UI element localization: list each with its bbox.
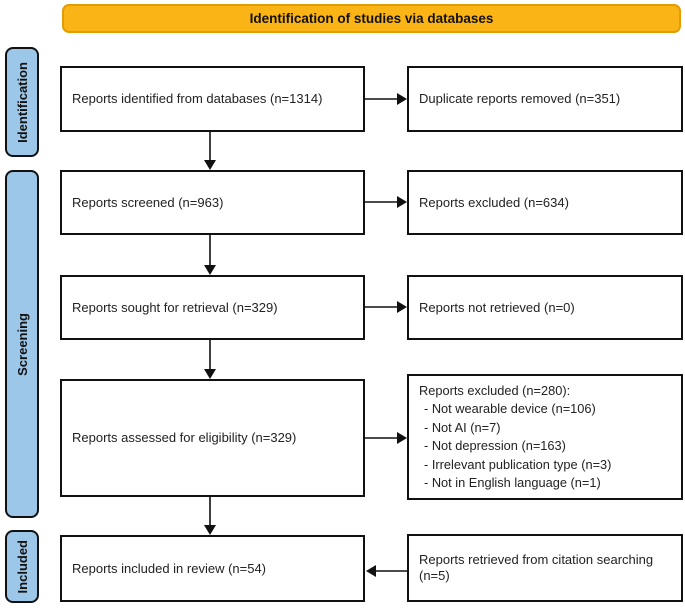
stage-label-screening-text: Screening	[14, 312, 30, 376]
box-reports-excluded-screening: Reports excluded (n=634)	[407, 170, 683, 235]
box-reports-screened: Reports screened (n=963)	[60, 170, 365, 235]
box-reports-assessed-eligibility-text: Reports assessed for eligibility (n=329)	[72, 430, 297, 445]
stage-label-identification: Identification	[5, 47, 39, 157]
box-citation-searching: Reports retrieved from citation searchin…	[407, 534, 683, 602]
box-reports-not-retrieved: Reports not retrieved (n=0)	[407, 275, 683, 340]
box-citation-searching-text: Reports retrieved from citation searchin…	[419, 552, 654, 583]
exclusion-reason: - Not wearable device (n=106)	[424, 401, 596, 416]
exclusion-reasons-list: Reports excluded (n=280): - Not wearable…	[419, 382, 611, 493]
box-reports-screened-text: Reports screened (n=963)	[72, 194, 224, 210]
stage-label-included: Included	[5, 530, 39, 603]
box-reports-included-review: Reports included in review (n=54)	[60, 535, 365, 602]
arrow-assessed-to-included	[204, 497, 216, 535]
stage-label-included-text: Included	[14, 539, 30, 594]
box-reports-excluded-eligibility: Reports excluded (n=280): - Not wearable…	[407, 374, 683, 500]
box-reports-sought-retrieval-text: Reports sought for retrieval (n=329)	[72, 299, 278, 315]
box-reports-identified: Reports identified from databases (n=131…	[60, 66, 365, 132]
arrow-citation-to-included	[366, 565, 407, 577]
header-title: Identification of studies via databases	[249, 11, 494, 26]
arrow-screened-to-sought	[204, 235, 216, 275]
exclusion-reason: - Not AI (n=7)	[424, 419, 501, 435]
box-reports-identified-text: Reports identified from databases (n=131…	[72, 91, 323, 106]
arrow-assessed-to-excluded-reasons	[365, 432, 407, 444]
box-reports-excluded-screening-text: Reports excluded (n=634)	[419, 194, 569, 210]
exclusion-title: Reports excluded (n=280):	[419, 382, 571, 398]
arrow-sought-to-not-retrieved	[365, 301, 407, 313]
exclusion-reason: - Irrelevant publication type (n=3)	[424, 456, 612, 472]
header-banner: Identification of studies via databases	[62, 4, 681, 33]
arrow-sought-to-assessed	[204, 340, 216, 379]
box-reports-not-retrieved-text: Reports not retrieved (n=0)	[419, 299, 575, 315]
box-reports-included-review-text: Reports included in review (n=54)	[72, 560, 267, 576]
box-duplicates-removed-text: Duplicate reports removed (n=351)	[419, 91, 621, 106]
exclusion-reason: - Not in English language (n=1)	[424, 475, 601, 490]
box-reports-sought-retrieval: Reports sought for retrieval (n=329)	[60, 275, 365, 340]
arrow-screened-to-excluded	[365, 196, 407, 208]
arrow-identified-to-duplicates	[365, 93, 407, 105]
stage-label-identification-text: Identification	[14, 61, 30, 143]
box-duplicates-removed: Duplicate reports removed (n=351)	[407, 66, 683, 132]
box-reports-assessed-eligibility: Reports assessed for eligibility (n=329)	[60, 379, 365, 497]
exclusion-reason: - Not depression (n=163)	[424, 438, 566, 453]
arrow-identified-to-screened	[204, 132, 216, 170]
stage-label-screening: Screening	[5, 170, 39, 518]
